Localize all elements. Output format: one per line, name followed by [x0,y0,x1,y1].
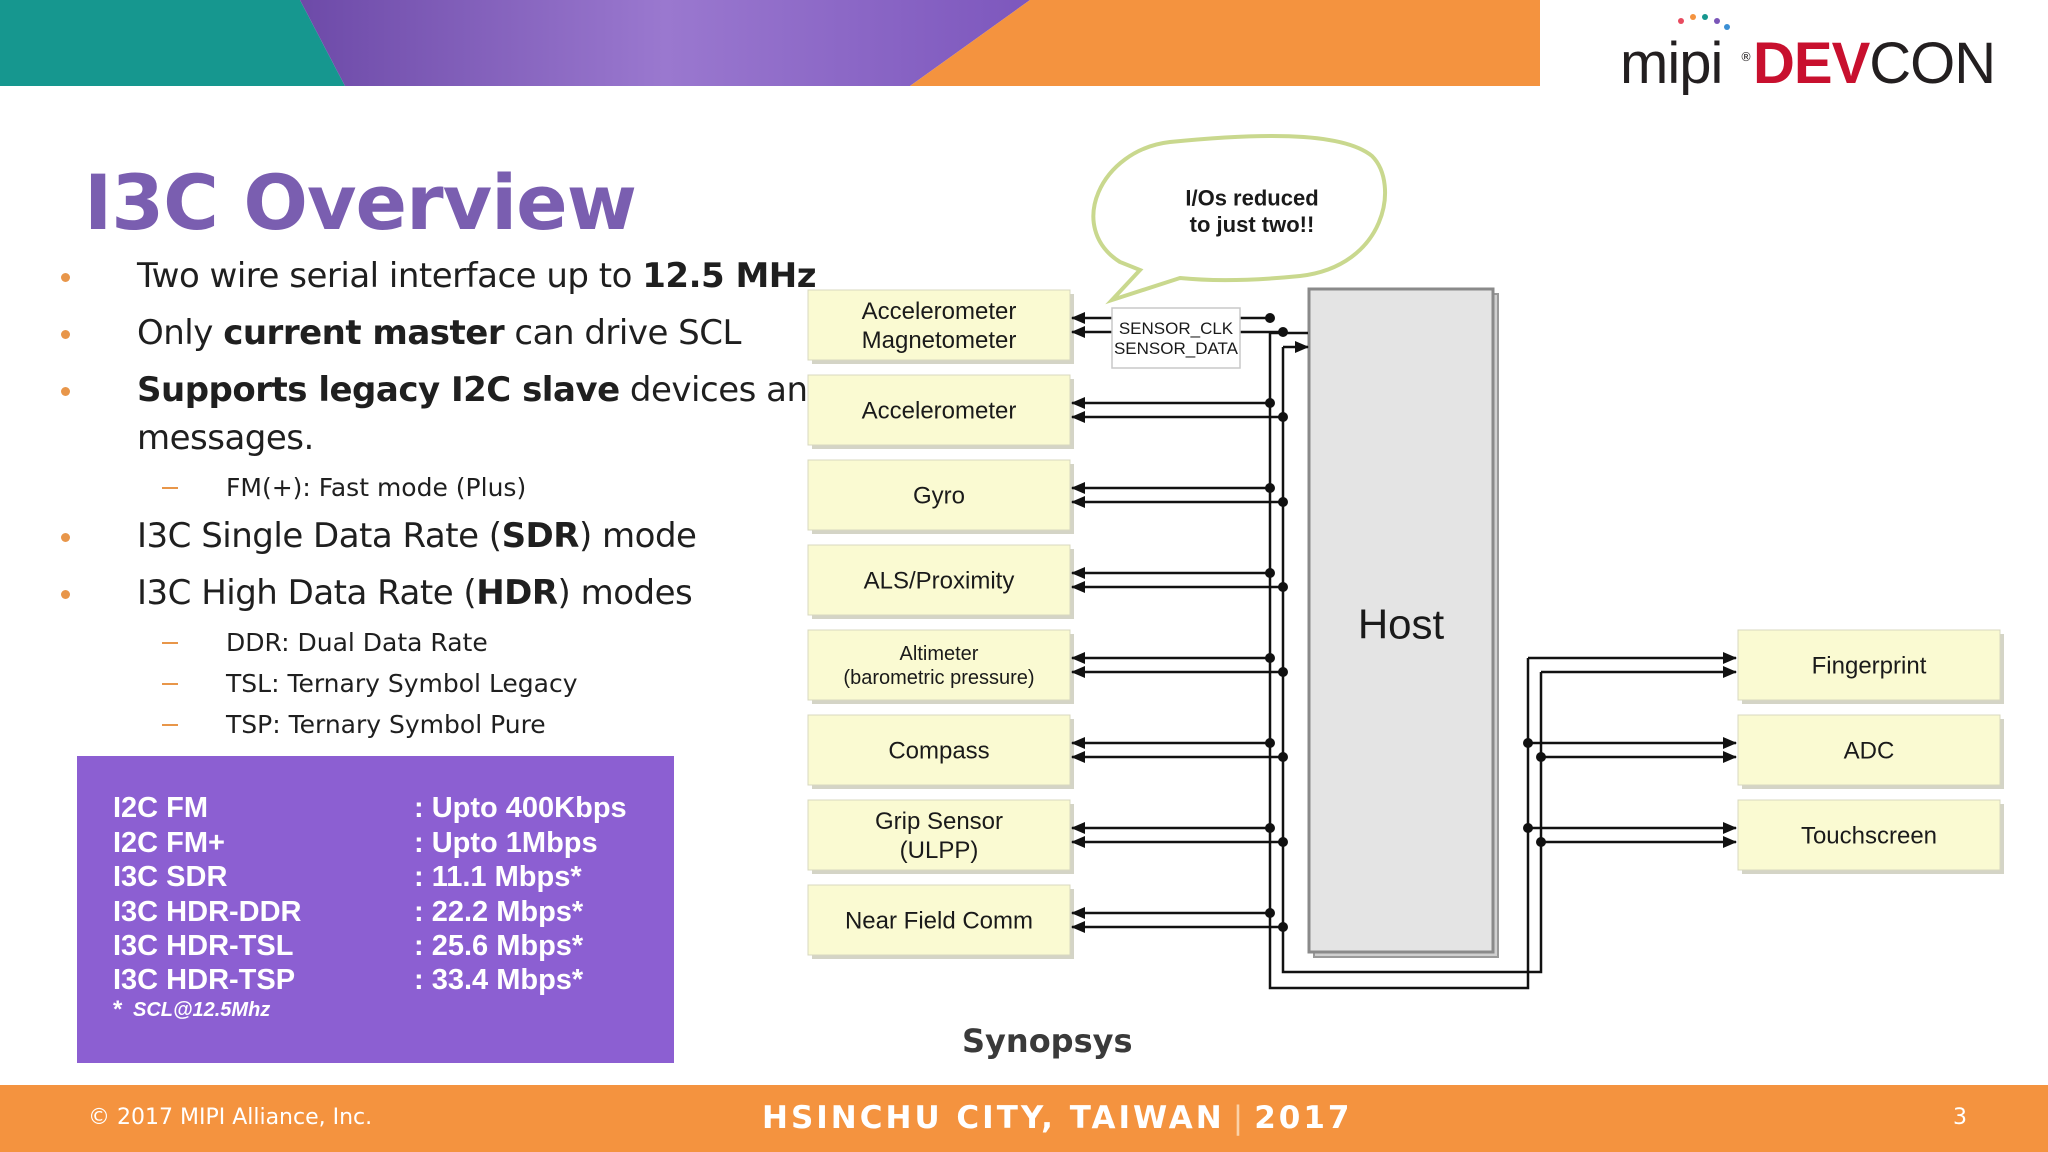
device-label: Compass [888,737,989,764]
bullet-legacy-i2c-continued: messages. [137,418,314,458]
device-block [807,799,1071,871]
device-label: Altimeter(barometric pressure) [843,643,1034,689]
rate-label-hdr-tsp: I3C HDR-TSP [113,964,296,996]
mipi-devcon-logo: mipi ® DEVCON [1610,14,2010,97]
logo-mipi-text: mipi [1620,31,1723,96]
rate-label-i2c-fm-plus: I2C FM+ [113,827,225,859]
event-year: 2017 [1254,1100,1353,1136]
device-block [807,884,1071,956]
device-block [1737,629,2001,701]
rate-label-i3c-sdr: I3C SDR [113,861,228,893]
bullet-text: I3C High Data Rate ( [137,573,477,613]
bullet-hdr-modes: I3C High Data Rate (HDR) modes [60,573,693,613]
slide-title: I3C Overview [84,158,637,247]
clk-bus [1268,333,1530,990]
bullet-text: ) modes [557,573,693,613]
copyright-text: © 2017 MIPI Alliance, Inc. [88,1105,373,1130]
bullet-sdr-mode: I3C Single Data Rate (SDR) mode [60,516,697,556]
clk-junction [1265,313,1275,323]
device-label: Near Field Comm [845,907,1033,934]
sub-bullet-tsp: TSP: Ternary Symbol Pure [162,710,546,739]
device-label: Accelerometer [862,397,1017,424]
bullet-text: Only [137,313,224,353]
device-block [807,459,1071,531]
bus-label-data: SENSOR_DATA [1114,339,1239,358]
bullet-bold-text: Supports legacy I2C slave [137,370,620,410]
device-label: ADC [1844,737,1895,764]
event-separator: | [1232,1100,1247,1136]
page-number: 3 [1953,1105,1967,1130]
bullet-text: I3C Single Data Rate ( [137,516,502,556]
device-block [1737,714,2001,786]
sub-bullet-ddr: DDR: Dual Data Rate [162,628,488,657]
bullet-text: devices and [619,370,829,410]
logo-registered-mark: ® [1740,50,1752,64]
bullet-text: can drive SCL [504,313,741,353]
rate-value-hdr-ddr: : 22.2 Mbps* [414,896,584,928]
event-location: HSINCHU CITY, TAIWAN|2017 [762,1100,1352,1136]
logo-con-text: CON [1869,31,1996,96]
rate-value-hdr-tsp: : 33.4 Mbps* [414,964,584,996]
sub-bullet-tsl: TSL: Ternary Symbol Legacy [162,669,578,698]
bullet-list: Two wire serial interface up to 12.5 MHz… [0,0,829,760]
logo-devcon-text: DEVCON [1753,30,1996,97]
bus-label-box [1111,307,1241,369]
device-block [1737,799,2001,871]
device-block [807,544,1071,616]
banner-purple-band [300,0,1030,86]
rate-value-i3c-sdr: : 11.1 Mbps* [414,861,582,893]
device-block [807,374,1071,446]
rate-label-hdr-tsl: I3C HDR-TSL [113,930,294,962]
rate-footnote-star: * [113,996,123,1023]
data-bus [1281,347,1543,974]
device-label: ALS/Proximity [864,567,1015,594]
bus-label-clk: SENSOR_CLK [1119,319,1234,338]
bullet-wire-interface: Two wire serial interface up to 12.5 MHz [60,256,817,296]
device-label: Gyro [913,482,965,509]
data-rate-table: I2C FM : Upto 400Kbps I2C FM+ : Upto 1Mb… [77,756,674,1063]
bullet-text: Two wire serial interface up to [137,256,643,296]
bullet-bold-text: HDR [476,573,558,613]
device-block [807,629,1071,701]
banner-teal-band [0,0,345,86]
host-block [1307,287,1495,954]
device-label: Fingerprint [1812,652,1927,679]
callout-bubble [1091,133,1387,305]
header-banner [0,0,2048,86]
bullet-current-master: Only current master can drive SCL [61,313,741,353]
device-block [807,289,1071,361]
host-label: Host [1358,601,1445,648]
rate-value-i2c-fm: : Upto 400Kbps [414,792,627,824]
footer-bar: © 2017 MIPI Alliance, Inc. HSINCHU CITY,… [0,1085,2048,1152]
rate-label-i2c-fm: I2C FM [113,792,209,824]
rate-footnote: SCL@12.5Mhz [133,999,271,1021]
device-label: Touchscreen [1801,822,1937,849]
banner-orange-band [910,0,1580,86]
rate-value-hdr-tsl: : 25.6 Mbps* [414,930,584,962]
event-city: HSINCHU CITY, TAIWAN [762,1100,1225,1136]
bullet-bold-text: SDR [501,516,580,556]
diagram-credit: Synopsys [962,1022,1133,1060]
rate-value-i2c-fm-plus: : Upto 1Mbps [414,827,598,859]
device-block [807,714,1071,786]
device-label: Grip Sensor(ULPP) [875,808,1003,864]
bullet-legacy-i2c: Supports legacy I2C slave devices and [61,370,829,410]
sub-bullet-fast-mode: FM(+): Fast mode (Plus) [161,473,527,502]
bullet-bold-text: 12.5 MHz [642,256,817,296]
bullet-text: ) mode [578,516,697,556]
logo-dev-text: DEV [1753,31,1870,96]
bullet-bold-text: current master [223,313,505,353]
rate-label-hdr-ddr: I3C HDR-DDR [113,896,302,928]
